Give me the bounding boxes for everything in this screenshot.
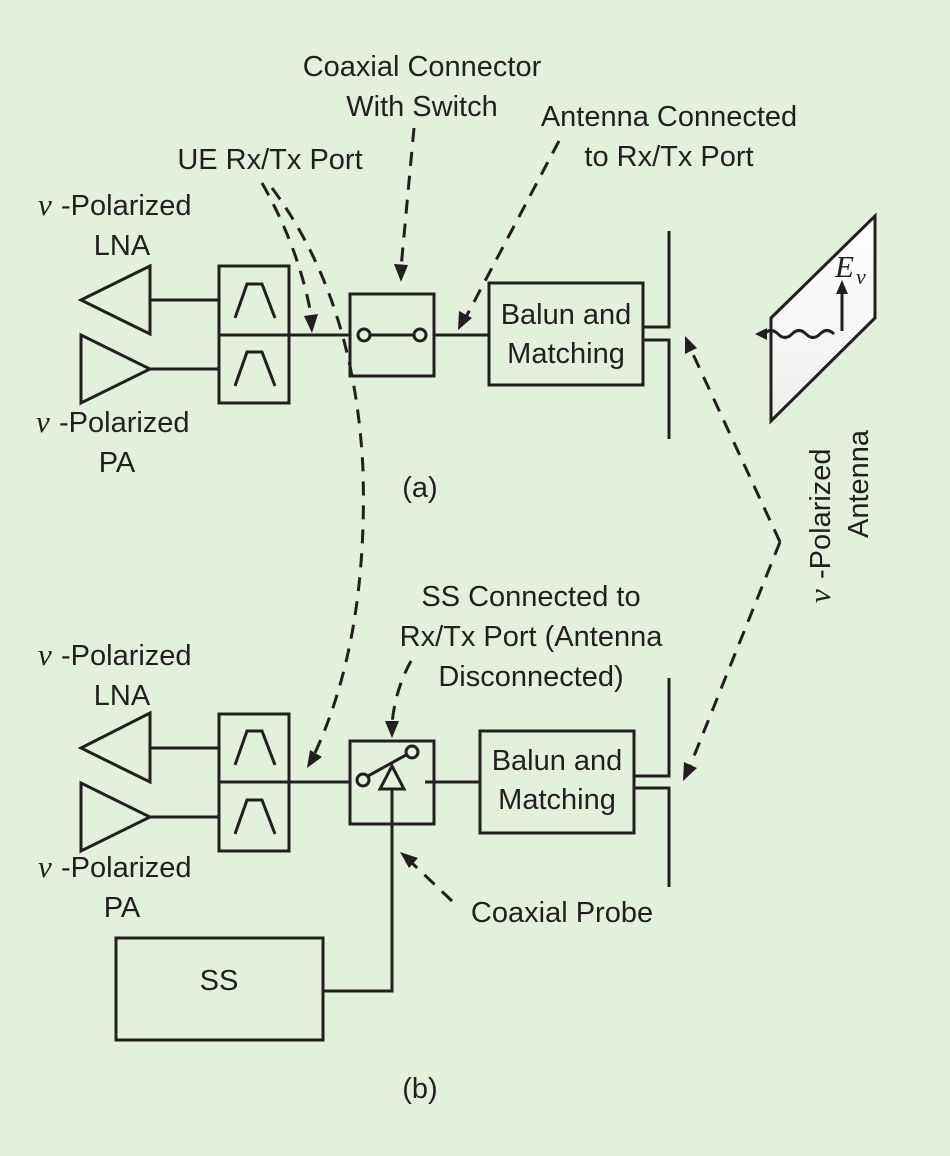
- balun-label-line1: Balun and: [501, 299, 632, 331]
- balun-label-line1: Balun and: [492, 745, 623, 777]
- pa-label-line1: -Polarized: [61, 852, 192, 884]
- switch-contact-icon: [355, 772, 371, 788]
- dashed-arrow: [410, 861, 454, 903]
- dashed-arrow: [260, 182, 314, 321]
- dashed-arrow: [688, 541, 782, 767]
- ss-box: [114, 936, 325, 1042]
- coaxial-probe-label: Coaxial Probe: [471, 897, 653, 929]
- balun-matching-box: [487, 281, 645, 387]
- antenna-label-line2: Antenna: [843, 429, 875, 538]
- ss-box-label: SS: [200, 965, 239, 997]
- ss-connected-label-line3: Disconnected): [438, 661, 623, 693]
- lna-label-line1: -Polarized: [61, 190, 192, 222]
- caption-a: (a): [402, 472, 437, 504]
- nu-symbol: ν: [802, 589, 837, 603]
- ss-connected-label-line2: Rx/Tx Port (Antenna: [400, 621, 664, 653]
- bandpass-filter-icon: [233, 282, 277, 319]
- antenna-connected-label-line2: to Rx/Tx Port: [584, 141, 753, 173]
- dashed-arrow: [690, 351, 782, 543]
- caption-b: (b): [402, 1073, 437, 1105]
- dashed-arrow: [390, 660, 413, 725]
- field-label: E: [834, 249, 854, 284]
- coaxial-connector-label-line1: Coaxial Connector: [303, 51, 542, 83]
- duplexer-filter-bank: [217, 712, 291, 853]
- bandpass-filter-icon: [233, 350, 277, 387]
- duplexer-filter-bank: [217, 264, 291, 405]
- nu-symbol: ν: [36, 404, 50, 439]
- probe-cable: [324, 789, 394, 993]
- shared-antenna-label: ν -Polarized Antenna: [683, 336, 875, 781]
- ue-port-label: UE Rx/Tx Port: [177, 144, 362, 176]
- coaxial-connector-switch: [348, 292, 436, 378]
- antenna-connected-label-line1: Antenna Connected: [541, 101, 797, 133]
- nu-symbol: ν: [38, 637, 52, 672]
- coaxial-connector-label-line2: With Switch: [346, 91, 497, 123]
- ss-connected-label-line1: SS Connected to: [421, 581, 640, 613]
- nu-symbol: ν: [38, 849, 52, 884]
- dipole-antenna-icon: [643, 231, 671, 439]
- switch-contact-icon: [356, 327, 372, 343]
- antenna-label-line1: -Polarized: [805, 448, 837, 579]
- plane-wave-icon: E ν: [755, 212, 877, 425]
- arrow-head-icon: [755, 328, 767, 340]
- bandpass-filter-icon: [233, 729, 277, 766]
- dashed-arrow: [399, 127, 416, 269]
- pa-label-line2: PA: [104, 892, 141, 924]
- balun-matching-box: [478, 729, 636, 835]
- pa-amplifier-icon: [79, 332, 154, 406]
- balun-label-line2: Matching: [507, 338, 625, 370]
- nu-symbol: ν: [38, 187, 52, 222]
- pa-label-line1: -Polarized: [59, 407, 190, 439]
- lna-label-line1: -Polarized: [61, 640, 192, 672]
- panel-b: SS Connected to Rx/Tx Port (Antenna Disc…: [38, 581, 671, 1105]
- probe-tip-icon: [377, 762, 407, 791]
- panel-a: Coaxial Connector With Switch Antenna Co…: [36, 51, 877, 756]
- field-subscript: ν: [856, 264, 866, 289]
- switch-blade-icon: [367, 753, 407, 778]
- switch-contact-icon: [412, 327, 428, 343]
- pa-label-line2: PA: [99, 447, 136, 479]
- switch-contact-icon: [404, 744, 420, 760]
- dashed-arrow: [270, 187, 365, 756]
- lna-amplifier-icon: [77, 710, 152, 785]
- dashed-arrow: [464, 140, 561, 318]
- lna-amplifier-icon: [77, 263, 152, 337]
- pa-amplifier-icon: [79, 780, 154, 854]
- balun-label-line2: Matching: [498, 784, 616, 816]
- lna-label-line2: LNA: [94, 680, 151, 712]
- dipole-antenna-icon: [634, 678, 671, 887]
- lna-label-line2: LNA: [94, 230, 151, 262]
- bandpass-filter-icon: [233, 798, 277, 835]
